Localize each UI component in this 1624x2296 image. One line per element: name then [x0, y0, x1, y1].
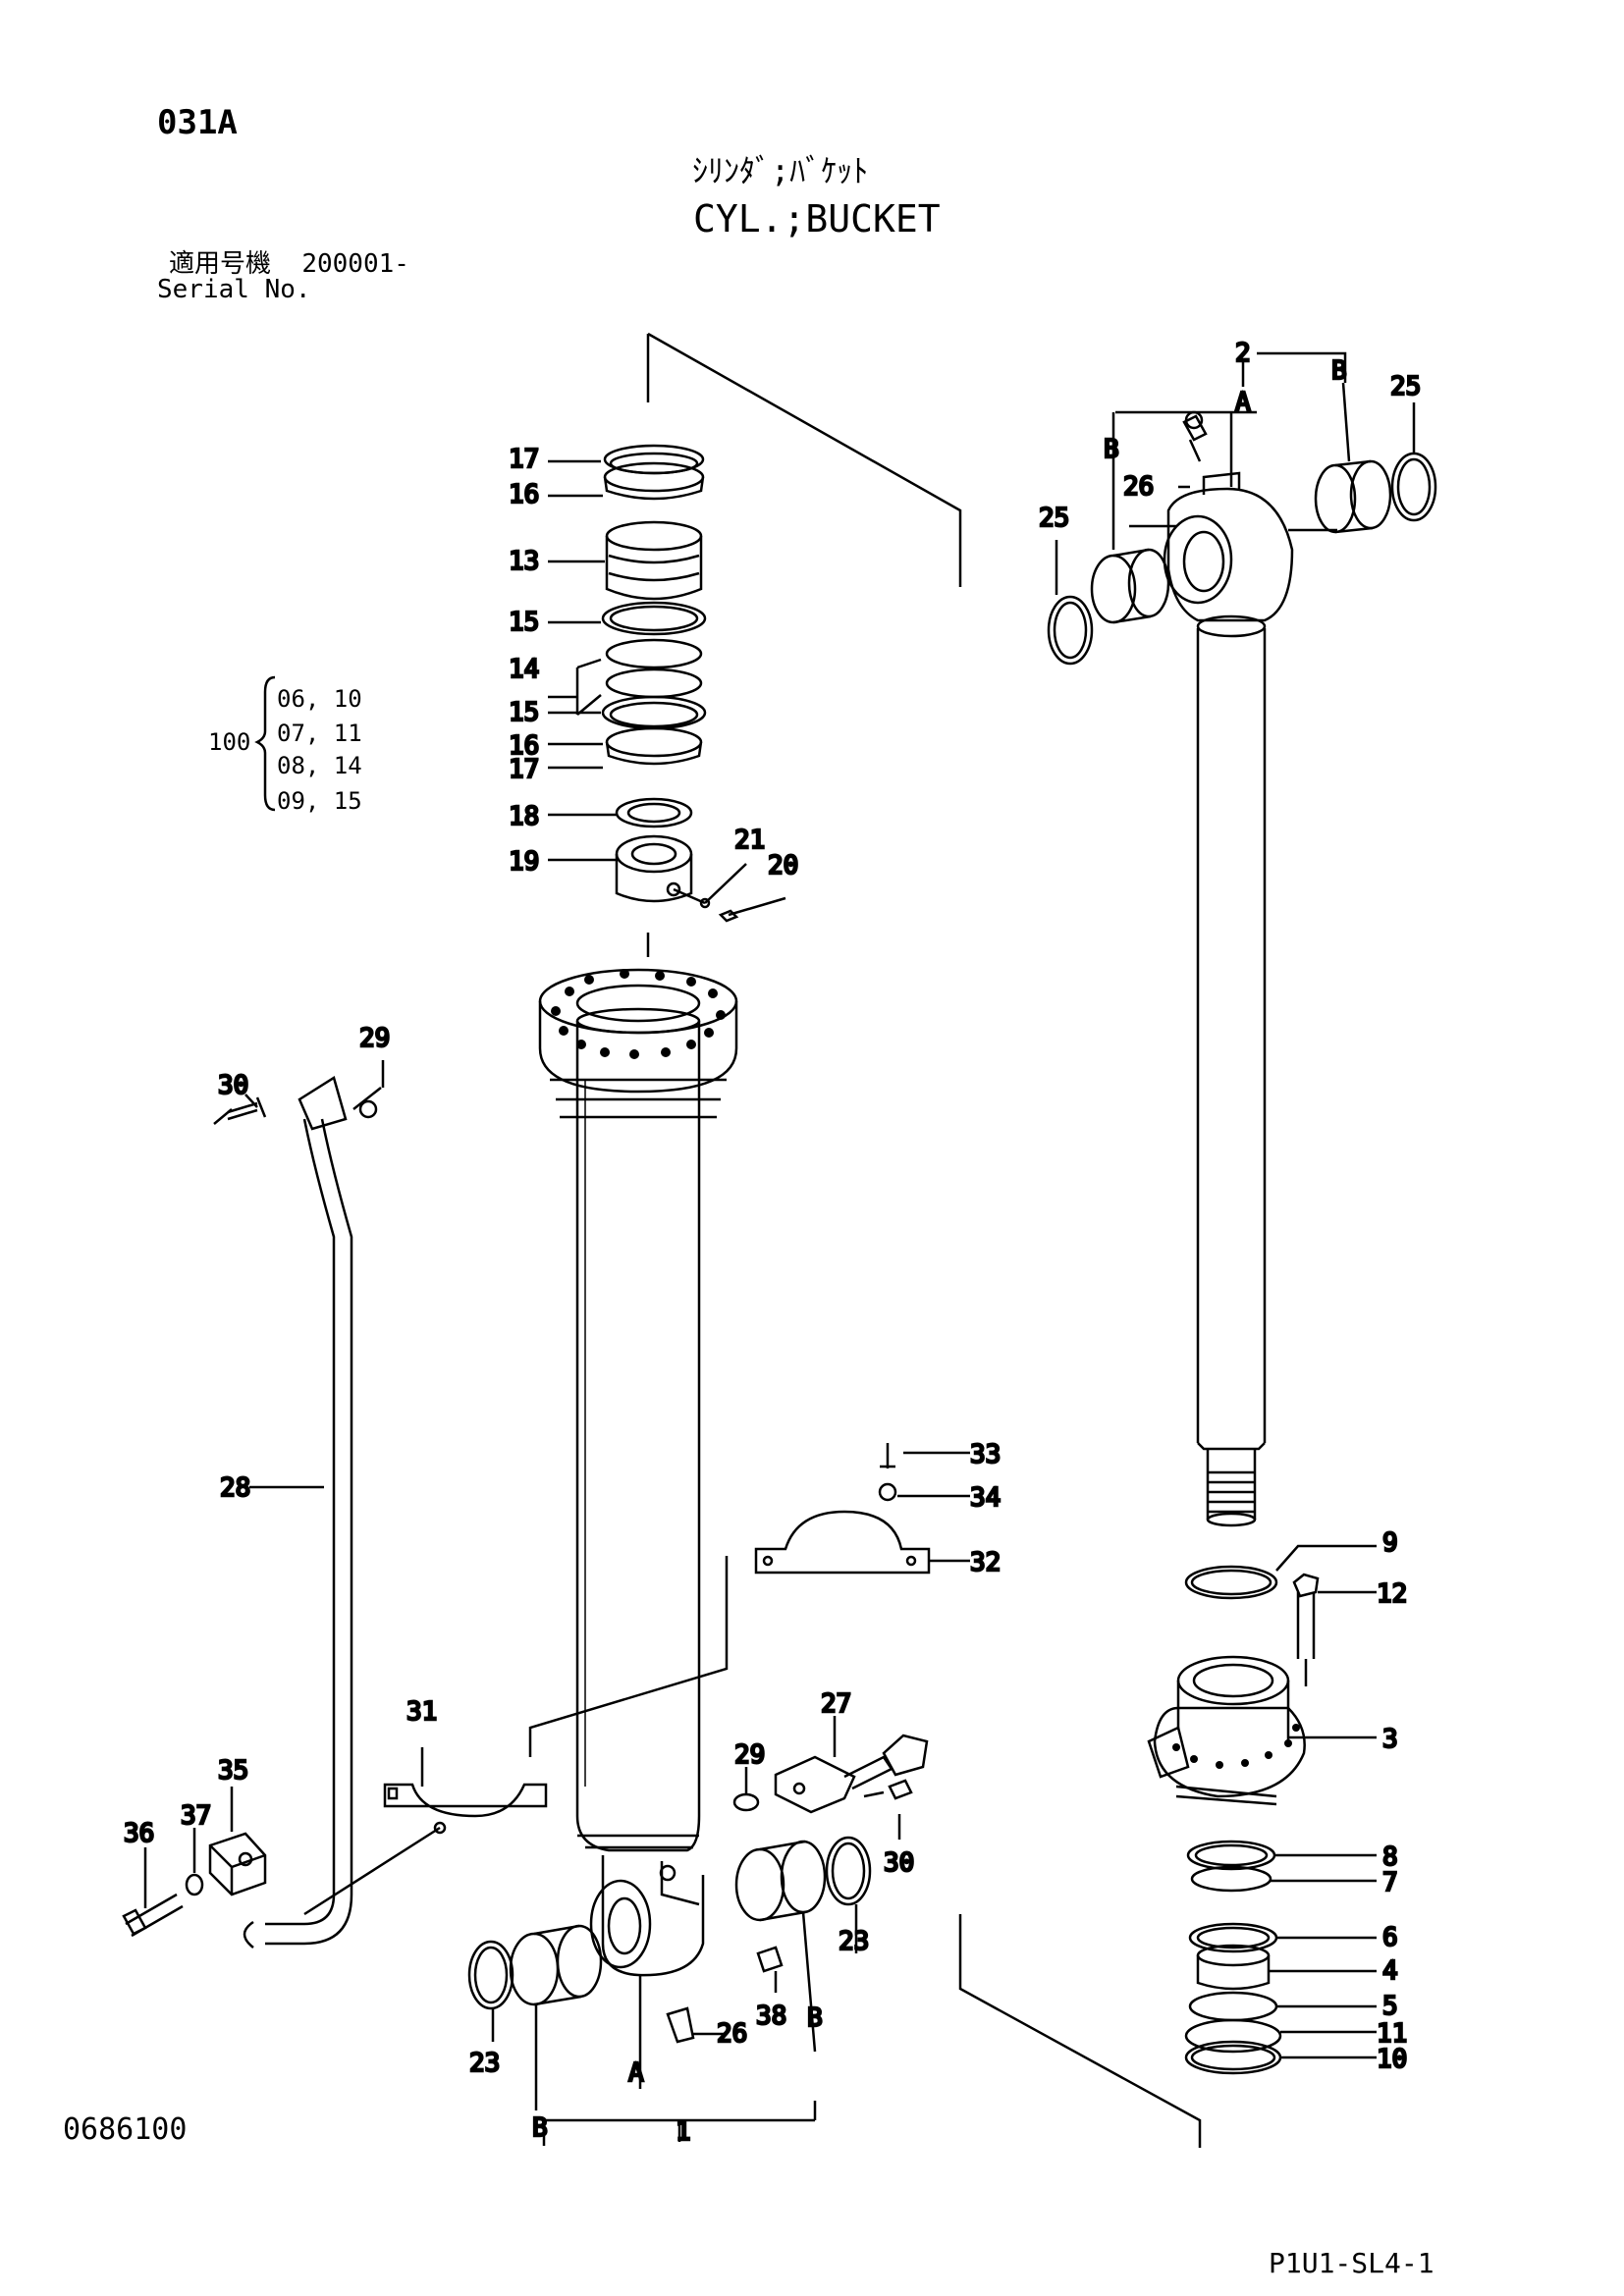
clamp-lower [383, 1783, 548, 1835]
callout: 30 [884, 1848, 914, 1878]
bushing-leaders [491, 1904, 858, 2146]
leader-top-bracket [646, 332, 962, 587]
callout: 5 [1382, 1992, 1398, 2021]
callout: 15 [509, 608, 539, 637]
piston-rod [1163, 410, 1294, 1527]
callout: 16 [509, 480, 539, 509]
serial-label-jp: 適用号機 [169, 249, 272, 279]
callout: 7 [1382, 1868, 1398, 1897]
serial-value: 200001- [301, 249, 409, 279]
joint-leaders [744, 1716, 901, 1840]
piston [1147, 1655, 1306, 1806]
callout: B [532, 2113, 548, 2143]
title-japanese: ｼﾘﾝﾀﾞ;ﾊﾞｹｯﾄ [692, 152, 869, 189]
title-english: CYL.;BUCKET [693, 197, 941, 240]
callout: 32 [970, 1548, 1001, 1577]
sheet-id: P1U1-SL4-1 [1269, 2247, 1435, 2279]
piston-ring [1184, 1565, 1320, 1659]
rod-eye-leaders [1055, 351, 1416, 595]
callout: 12 [1377, 1579, 1407, 1609]
ring-leaders [1275, 1544, 1377, 1686]
clamp-upper [754, 1443, 931, 1575]
serial-row: 適用号機 200001- [169, 251, 409, 277]
callout: 35 [218, 1756, 248, 1786]
callout: 2 [1235, 339, 1251, 368]
cylinder-tube [538, 968, 738, 1977]
callout: 11 [1377, 2019, 1407, 2049]
callout: 37 [181, 1801, 211, 1831]
callout: 30 [218, 1071, 248, 1100]
callout: 26 [1123, 472, 1154, 502]
page-code: 031A [157, 103, 238, 142]
callout: 25 [1039, 504, 1069, 533]
callout: 1 [676, 2117, 691, 2147]
callout: 23 [839, 1927, 869, 1956]
callout: 6 [1382, 1923, 1398, 1952]
lower-seal-leaders [1269, 1853, 1377, 2059]
callout: 25 [1390, 372, 1421, 401]
callout: 17 [509, 445, 539, 474]
callout: 27 [821, 1689, 851, 1719]
callout: 17 [509, 755, 539, 784]
seal-group-member: 06, 10 [277, 685, 362, 713]
block-leaders [143, 1787, 234, 1908]
callout: 9 [1382, 1528, 1398, 1558]
callout: 26 [717, 2019, 747, 2049]
callout: 33 [970, 1440, 1001, 1469]
callout: A [628, 2058, 644, 2088]
callout: 29 [359, 1024, 390, 1053]
callout: A [1235, 388, 1251, 417]
lower-seals [1184, 1840, 1282, 2075]
callout: 13 [509, 547, 539, 576]
callout: B [807, 2003, 823, 2033]
callout: 34 [970, 1483, 1001, 1513]
callout: 4 [1382, 1956, 1398, 1986]
callout: 15 [509, 698, 539, 727]
callout: 20 [768, 851, 798, 881]
stack-leaders [548, 459, 786, 917]
callout: 28 [220, 1473, 250, 1503]
callout: 29 [734, 1740, 765, 1770]
rod-eye-parts [1047, 452, 1437, 666]
seal-stack [601, 444, 739, 923]
hose-pipe [227, 1076, 378, 1949]
mounting-block [122, 1832, 267, 1938]
seal-group-member: 07, 11 [277, 720, 362, 747]
callout: 36 [124, 1819, 154, 1848]
callout: 31 [406, 1697, 437, 1727]
callout: 23 [469, 2049, 500, 2078]
seal-group-brace [254, 675, 276, 812]
callout: 18 [509, 802, 539, 831]
drawing-number: 0686100 [63, 2112, 188, 2147]
leader-bottom-bracket [958, 1914, 1202, 2148]
callout: B [1331, 356, 1347, 386]
clamp-leaders [303, 1451, 970, 1916]
callout: 3 [1382, 1725, 1398, 1754]
seal-group-member: 09, 15 [277, 787, 362, 815]
seal-group-number: 100 [208, 728, 251, 756]
serial-label-en: Serial No. [157, 275, 311, 304]
callout: 14 [509, 655, 539, 684]
callout: B [1104, 435, 1119, 464]
hose-leaders [213, 1060, 385, 1489]
callout: 21 [734, 826, 765, 855]
seal-group-member: 08, 14 [277, 752, 362, 779]
callout: 38 [756, 2002, 786, 2031]
callout: 10 [1377, 2045, 1407, 2074]
callout: 8 [1382, 1842, 1398, 1872]
callout: 19 [509, 847, 539, 877]
callout: 16 [509, 731, 539, 761]
